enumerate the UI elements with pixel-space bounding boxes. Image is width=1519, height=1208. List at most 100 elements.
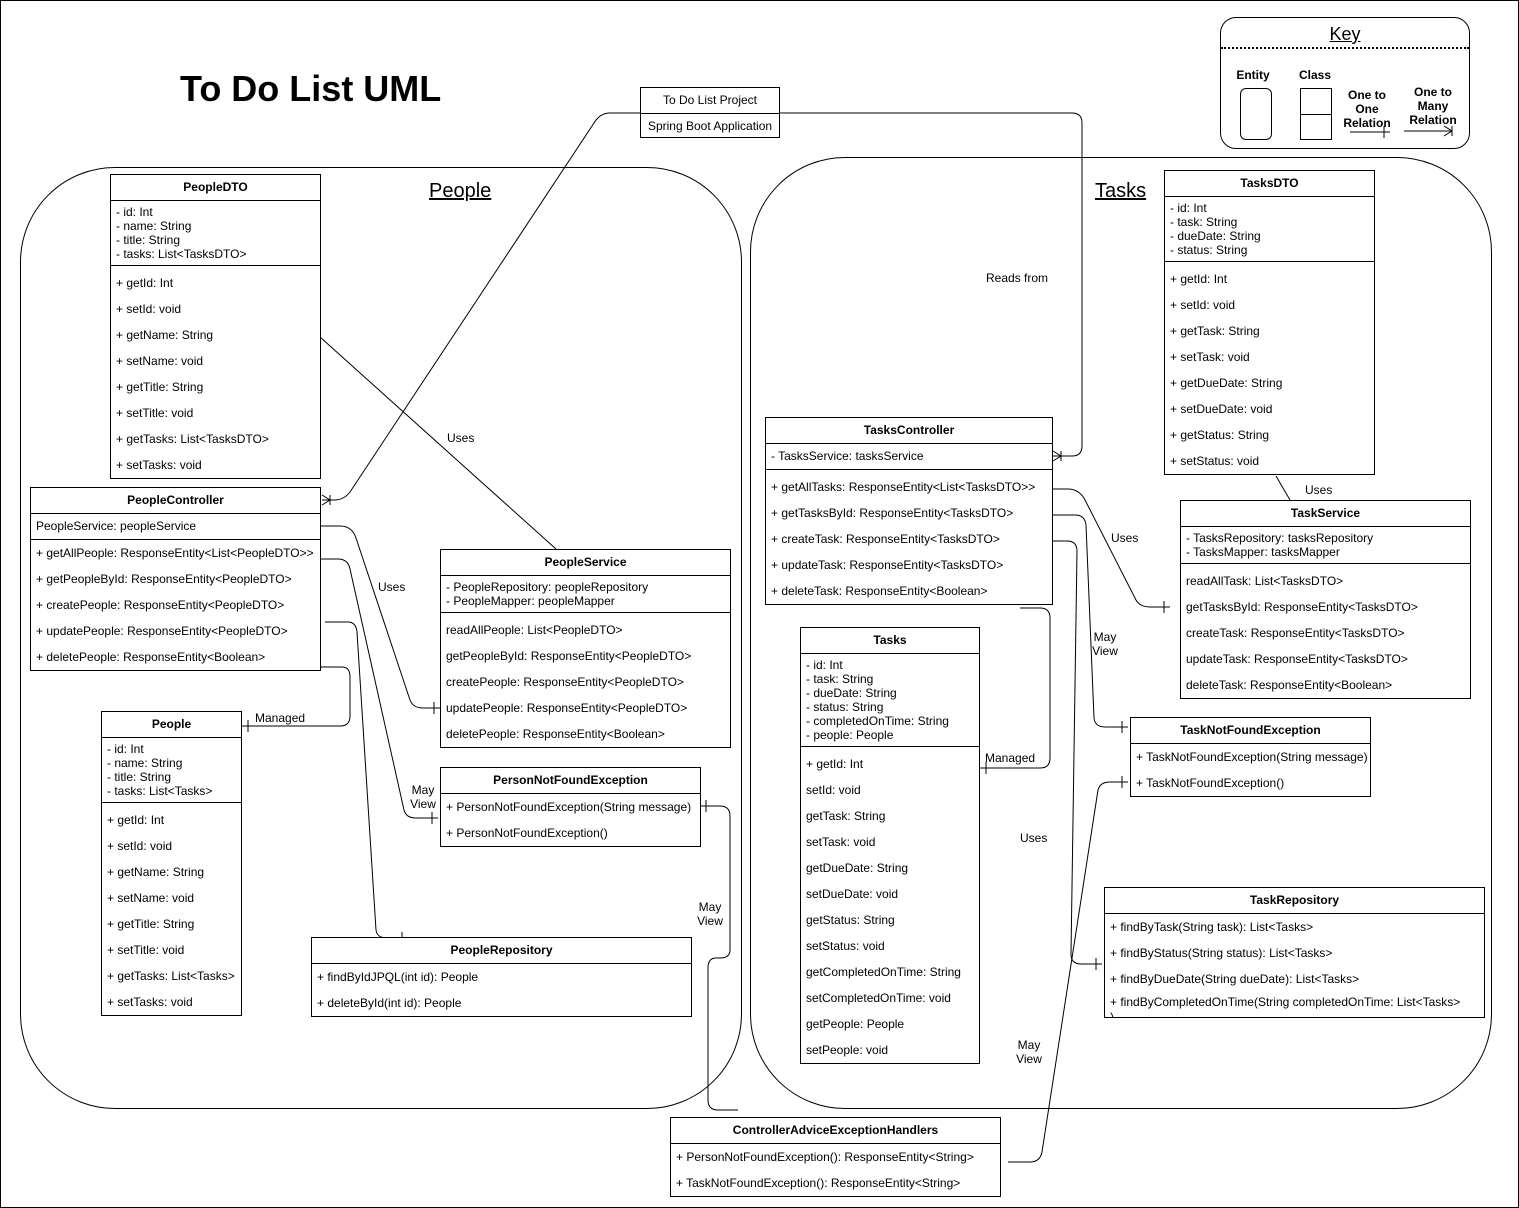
class-attributes: - id: Int - name: String - title: String… — [111, 201, 320, 266]
class-controlleradvice[interactable]: ControllerAdviceExceptionHandlers + Pers… — [670, 1117, 1001, 1197]
method: setStatus: void — [806, 939, 885, 953]
method: + deletePeople: ResponseEntity<Boolean> — [36, 650, 266, 664]
method: + setDueDate: void — [1170, 402, 1273, 416]
attribute: - TasksRepository: tasksRepository — [1186, 531, 1374, 545]
class-taskscontroller[interactable]: TasksController - TasksService: tasksSer… — [765, 417, 1053, 605]
connector-advice-tasknotfound — [1008, 781, 1128, 1163]
class-peopledto[interactable]: PeopleDTO - id: Int - name: String - tit… — [110, 174, 321, 479]
crowsfoot-marker — [321, 494, 331, 506]
attribute: - title: String — [116, 233, 181, 247]
connector-project-tasks-controller — [780, 112, 1083, 457]
attribute: - TasksService: tasksService — [771, 449, 924, 463]
class-attributes: - PeopleRepository: peopleRepository - P… — [441, 576, 730, 613]
method: + setId: void — [107, 839, 173, 853]
key-class-symbol — [1300, 88, 1332, 140]
attribute: - status: String — [806, 700, 884, 714]
class-attributes: - id: Int - task: String - dueDate: Stri… — [801, 654, 979, 747]
method: + getTask: String — [1170, 324, 1260, 338]
class-methods: + PersonNotFoundException(): ResponseEnt… — [671, 1144, 1000, 1196]
class-name: TaskNotFoundException — [1131, 718, 1370, 744]
attribute: - id: Int — [806, 658, 843, 672]
key-divider — [1221, 47, 1469, 49]
class-name: PeopleDTO — [111, 175, 320, 201]
method: + getId: Int — [116, 276, 174, 290]
method: + getAllPeople: ResponseEntity<List<Peop… — [36, 546, 314, 560]
method: updateTask: ResponseEntity<TasksDTO> — [1186, 652, 1408, 666]
key-class-label: Class — [1298, 68, 1332, 82]
attribute: - id: Int — [107, 742, 144, 756]
class-peoplerepository[interactable]: PeopleRepository + findByIdJPQL(int id):… — [311, 937, 692, 1017]
class-taskrepository[interactable]: TaskRepository + findByTask(String task)… — [1104, 887, 1485, 1018]
method: + setId: void — [1170, 298, 1236, 312]
attribute: - dueDate: String — [1170, 229, 1261, 243]
class-tasks[interactable]: Tasks - id: Int - task: String - dueDate… — [800, 627, 980, 1064]
method: + TaskNotFoundException() — [1136, 776, 1285, 790]
class-tasksdto[interactable]: TasksDTO - id: Int - task: String - dueD… — [1164, 170, 1375, 475]
method: setId: void — [806, 783, 861, 797]
method: + findByCompletedOnTime(String completed… — [1110, 995, 1461, 1009]
class-name: PersonNotFoundException — [441, 768, 700, 794]
connector-taskscontroller-taskservice — [1053, 488, 1170, 608]
method: readAllPeople: List<PeopleDTO> — [446, 623, 623, 637]
method: createTask: ResponseEntity<TasksDTO> — [1186, 626, 1405, 640]
class-taskservice[interactable]: TaskService - TasksRepository: tasksRepo… — [1180, 500, 1471, 699]
method: + getPeopleById: ResponseEntity<PeopleDT… — [36, 572, 292, 586]
label-may-view: May View — [1016, 1038, 1042, 1066]
method: + deleteById(int id): People — [317, 996, 462, 1010]
method: getCompletedOnTime: String — [806, 965, 961, 979]
method: + getAllTasks: ResponseEntity<List<Tasks… — [771, 480, 1036, 494]
legend-key: Key Entity Class One to One Relation One… — [1220, 17, 1470, 149]
class-methods: + getId: Int setId: void getTask: String… — [801, 747, 979, 1063]
attribute: - TasksMapper: tasksMapper — [1186, 545, 1340, 559]
class-methods: + getId: Int + setId: void + getName: St… — [111, 266, 320, 478]
project-box[interactable]: To Do List Project Spring Boot Applicati… — [640, 87, 780, 138]
class-methods: + getAllPeople: ResponseEntity<List<Peop… — [31, 540, 320, 670]
method: + getDueDate: String — [1170, 376, 1283, 390]
tasks-group — [750, 157, 1492, 1109]
connector-peopledto-peopleservice — [319, 336, 557, 550]
attribute: - people: People — [806, 728, 894, 742]
connector-peoplecontroller-peopleservice — [321, 525, 440, 709]
class-methods: readAllPeople: List<PeopleDTO> getPeople… — [441, 613, 730, 747]
method: getPeopleById: ResponseEntity<PeopleDTO> — [446, 649, 692, 663]
class-attributes: - id: Int - task: String - dueDate: Stri… — [1165, 197, 1374, 262]
crowsfoot-marker — [1052, 450, 1062, 462]
attribute: - PeopleRepository: peopleRepository — [446, 580, 649, 594]
method: + getName: String — [116, 328, 214, 342]
method: + getId: Int — [107, 813, 165, 827]
connector-taskscontroller-taskrepository — [1053, 540, 1102, 965]
method: + setTitle: void — [107, 943, 185, 957]
attribute: - completedOnTime: String — [806, 714, 949, 728]
method: + PersonNotFoundException() — [446, 826, 608, 840]
connector-tasksdto-taskservice — [1275, 475, 1291, 501]
class-tasknotfoundexception[interactable]: TaskNotFoundException + TaskNotFoundExce… — [1130, 717, 1371, 797]
label-managed: Managed — [255, 711, 306, 725]
class-name: TaskService — [1181, 501, 1470, 527]
method: readAllTask: List<TasksDTO> — [1186, 574, 1344, 588]
label-uses: Uses — [378, 580, 406, 594]
people-group — [20, 167, 742, 1109]
method: setTask: void — [806, 835, 876, 849]
class-methods: + findByTask(String task): List<Tasks> +… — [1105, 914, 1484, 1017]
method: + setTask: void — [1170, 350, 1250, 364]
class-peoplecontroller[interactable]: PeopleController PeopleService: peopleSe… — [30, 487, 321, 671]
method: + findByTask(String task): List<Tasks> — [1110, 920, 1314, 934]
method: + findByIdJPQL(int id): People — [317, 970, 479, 984]
method: + setName: void — [107, 891, 195, 905]
class-methods: + getId: Int + setId: void + getName: St… — [102, 803, 241, 1015]
method: deleteTask: ResponseEntity<Boolean> — [1186, 678, 1393, 692]
attribute: - id: Int — [1170, 201, 1207, 215]
attribute: - tasks: List<Tasks> — [107, 784, 213, 798]
class-peopleservice[interactable]: PeopleService - PeopleRepository: people… — [440, 549, 731, 748]
class-methods: + getId: Int + setId: void + getTask: St… — [1165, 262, 1374, 474]
method: + getStatus: String — [1170, 428, 1270, 442]
connector-project-people-controller — [322, 112, 640, 501]
attribute: - name: String — [107, 756, 183, 770]
method: setCompletedOnTime: void — [806, 991, 951, 1005]
class-people[interactable]: People - id: Int - name: String - title:… — [101, 711, 242, 1016]
class-name: TaskRepository — [1105, 888, 1484, 914]
label-may-view: May View — [1092, 630, 1118, 658]
class-personnotfoundexception[interactable]: PersonNotFoundException + PersonNotFound… — [440, 767, 701, 847]
method: + setStatus: void — [1170, 454, 1260, 468]
method: + PersonNotFoundException(): ResponseEnt… — [676, 1150, 974, 1164]
